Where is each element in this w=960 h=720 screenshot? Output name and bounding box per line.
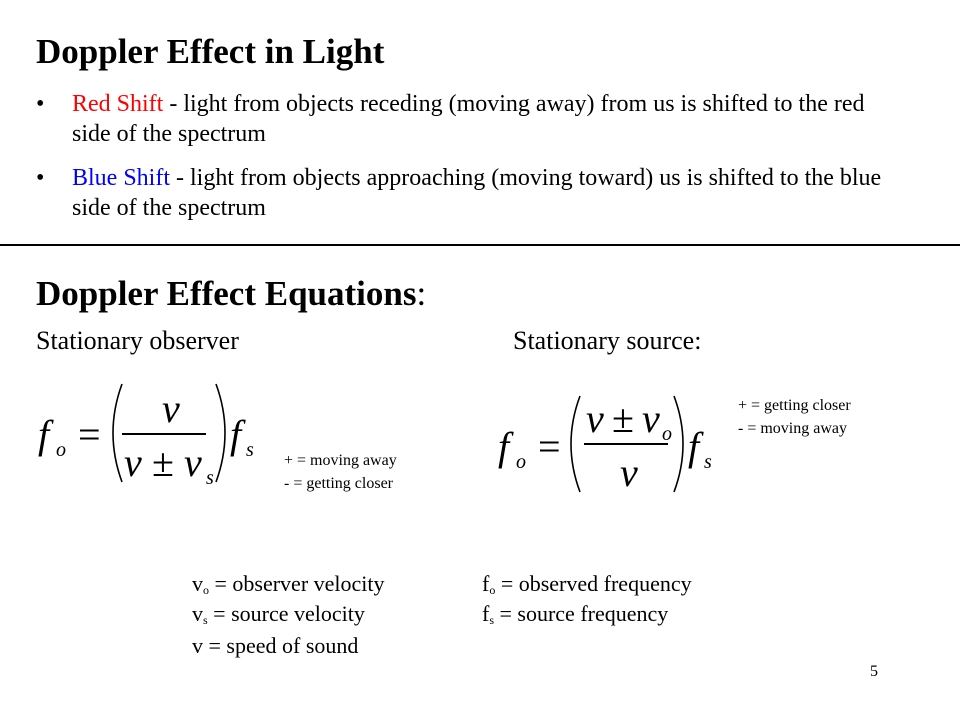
legend-subscript: o: [489, 583, 496, 597]
legend-symbol: f: [482, 601, 490, 626]
eq2-plus-minus: ±: [612, 396, 634, 441]
legend-subscript: s: [489, 613, 494, 627]
bullet-blue-shift: Blue Shift - light from objects approach…: [72, 163, 902, 223]
eq1-fo-symbol: f: [38, 412, 54, 457]
legend-subscript: o: [203, 583, 209, 597]
eq1-note-plus: + = moving away: [284, 452, 397, 469]
legend-observer-velocity: vo = observer velocity: [192, 570, 385, 604]
eq2-equals: =: [538, 424, 561, 469]
section-title: Doppler Effect Equations:: [36, 274, 426, 314]
page-number: 5: [870, 663, 878, 680]
section-title-text: Doppler Effect Equations: [36, 274, 417, 313]
eq2-fs-subscript: s: [704, 451, 712, 473]
red-shift-description: - light from objects receding (moving aw…: [72, 91, 865, 147]
eq2-fo-subscript: o: [516, 451, 526, 473]
legend-source-frequency: fs = source frequency: [482, 600, 668, 634]
eq1-numerator: v: [162, 386, 180, 431]
eq1-denominator-v: v: [124, 440, 142, 485]
eq2-numerator-v: v: [586, 396, 604, 441]
legend-text: = source velocity: [207, 601, 365, 626]
section-title-colon: :: [416, 274, 427, 313]
legend-speed-of-sound: v = speed of sound: [192, 632, 358, 660]
eq1-fs-subscript: s: [246, 439, 254, 461]
eq2-right-paren: [673, 395, 684, 493]
eq2-note-minus: - = moving away: [738, 420, 847, 437]
slide-title: Doppler Effect in Light: [36, 32, 385, 71]
eq2-numerator-vo: v: [642, 396, 660, 441]
eq1-right-paren: [215, 383, 226, 483]
eq1-plus-minus: ±: [152, 440, 174, 485]
eq1-fs-symbol: f: [230, 412, 246, 457]
eq2-note-plus: + = getting closer: [738, 397, 851, 414]
eq2-denominator: v: [620, 450, 638, 495]
section-divider: [0, 244, 960, 246]
bullet-red-shift: Red Shift - light from objects receding …: [72, 89, 902, 149]
legend-text: = source frequency: [494, 601, 669, 626]
eq1-denominator-vs: v: [184, 440, 202, 485]
equation-stationary-source: f o = v ± v o v f s: [498, 395, 712, 495]
eq1-equals: =: [78, 412, 101, 457]
legend-symbol: v: [192, 571, 203, 596]
blue-shift-description: - light from objects approaching (moving…: [72, 165, 882, 221]
eq1-vs-subscript: s: [206, 467, 214, 488]
bullet-marker: •: [36, 165, 45, 191]
red-shift-term: Red Shift: [72, 91, 164, 117]
legend-observed-frequency: fo = observed frequency: [482, 570, 692, 604]
legend-text: = observer velocity: [209, 571, 385, 596]
eq2-left-paren: [570, 395, 581, 493]
stationary-source-heading: Stationary source:: [513, 326, 702, 355]
legend-text: = speed of sound: [203, 633, 359, 658]
eq2-fs-symbol: f: [688, 424, 704, 469]
legend-subscript: s: [203, 613, 208, 627]
eq1-fo-subscript: o: [56, 439, 66, 461]
legend-text: = observed frequency: [495, 571, 692, 596]
legend-symbol: v: [192, 633, 203, 658]
legend-source-velocity: vs = source velocity: [192, 600, 365, 634]
bullet-marker: •: [36, 91, 45, 117]
eq2-vo-subscript: o: [662, 423, 672, 445]
eq1-left-paren: [112, 383, 123, 483]
stationary-observer-heading: Stationary observer: [36, 326, 239, 355]
eq2-fo-symbol: f: [498, 424, 514, 469]
legend-symbol: v: [192, 601, 203, 626]
legend-symbol: f: [482, 571, 490, 596]
eq1-note-minus: - = getting closer: [284, 475, 393, 492]
equation-stationary-observer: f o = v v ± v s f s: [38, 383, 254, 488]
blue-shift-term: Blue Shift: [72, 165, 171, 191]
